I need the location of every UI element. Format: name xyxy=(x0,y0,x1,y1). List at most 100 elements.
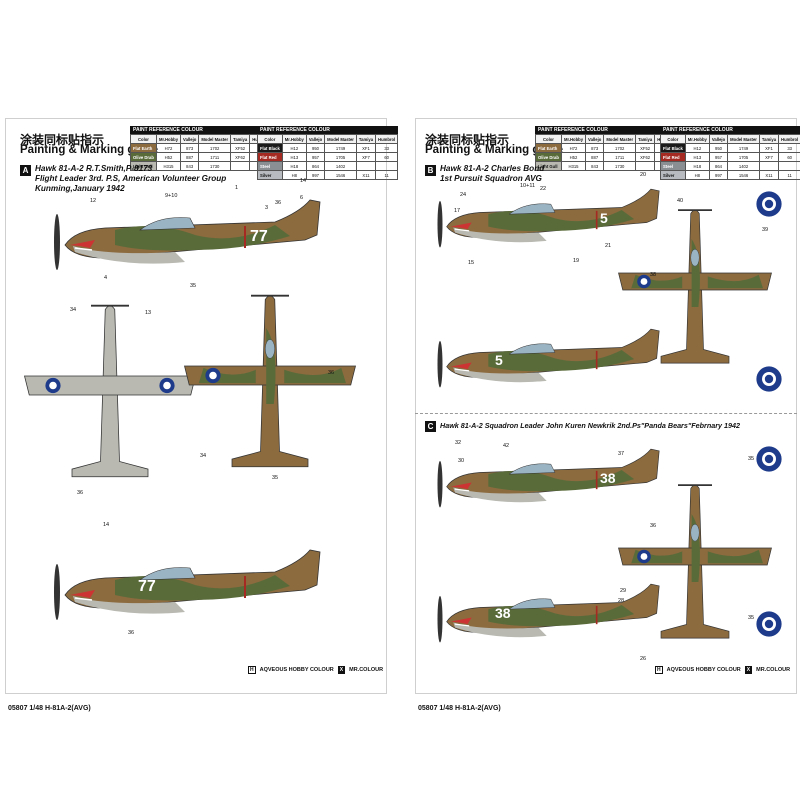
caption-line: Hawk 81-A-2 Charles Bond xyxy=(440,164,545,173)
code-cell: H52 xyxy=(155,152,182,162)
code-cell: H13 xyxy=(684,152,710,162)
code-cell: 1702 xyxy=(603,143,637,153)
col-header: Mr.Hobby xyxy=(684,134,710,144)
col-header: Tamiya xyxy=(355,134,377,144)
roundel-c-bottom xyxy=(755,610,783,638)
table-row: Silver H8 997 1546 X11 11 xyxy=(257,170,399,180)
table-row: Flat Black H12 950 1749 XF1 33 xyxy=(257,143,399,153)
callout-number: 19 xyxy=(573,258,580,264)
callout-number: 38 xyxy=(650,272,657,278)
code-cell: 873 xyxy=(585,143,605,153)
code-cell: 1705 xyxy=(727,152,760,162)
callout-number: 14 xyxy=(103,522,110,528)
callout-number: 40 xyxy=(677,198,684,204)
code-cell: 33 xyxy=(778,143,800,153)
code-cell xyxy=(230,161,251,171)
roundel-c-top xyxy=(755,445,783,473)
code-cell: XF7 xyxy=(355,152,377,162)
table-row: Silver H8 997 1546 X11 11 xyxy=(660,170,800,180)
table-row: Olive Drab H52 887 1711 XF62 155 xyxy=(130,152,273,162)
callout-number: 29 xyxy=(620,588,627,594)
paint-table-left-r: PAINT REFERENCE COLOUR Color Mr.Hobby Va… xyxy=(535,126,678,171)
fuselage-code-a: 77 xyxy=(250,228,268,245)
callout-number: 13 xyxy=(145,310,152,316)
table-row: Flat Black H12 950 1749 XF1 33 xyxy=(660,143,800,153)
caption-line: Flight Leader 3rd. P.S, American Volunte… xyxy=(35,174,227,183)
color-name: Silver xyxy=(660,170,686,180)
paint-table-right-r: PAINT REFERENCE COLOUR Color Mr.Hobby Va… xyxy=(660,126,800,180)
paint-table-caption: PAINT REFERENCE COLOUR xyxy=(660,126,800,134)
callout-number: 39 xyxy=(762,227,769,233)
col-header: Humbrol xyxy=(778,134,800,144)
callout-number: 35 xyxy=(272,475,279,481)
caption-line: Hawk 81-A-2 Squadron Leader John Kuren N… xyxy=(440,421,741,430)
color-name: Steel xyxy=(257,161,283,171)
color-name: Flat Earth xyxy=(130,143,157,153)
code-cell: 864 xyxy=(708,161,729,171)
col-header: Tamiya xyxy=(230,134,251,144)
caption-c: Hawk 81-A-2 Squadron Leader John Kuren N… xyxy=(440,421,740,431)
callout-number: 3 xyxy=(265,205,269,211)
mr-colour-key: X xyxy=(744,666,753,674)
col-header: Vallejo xyxy=(180,134,200,144)
code-cell: 1711 xyxy=(198,152,232,162)
callout-number: 34 xyxy=(200,453,207,459)
callout-number: 34 xyxy=(70,307,77,313)
code-cell: 1546 xyxy=(727,170,760,180)
aircraft-a-left-profile xyxy=(45,190,345,290)
code-cell: XF52 xyxy=(635,143,656,153)
callout-number: 15 xyxy=(468,260,475,266)
paint-table-caption: PAINT REFERENCE COLOUR xyxy=(130,126,273,134)
callout-number: 10+11 xyxy=(520,183,536,189)
code-cell: 997 xyxy=(305,170,326,180)
col-header: Model Master xyxy=(324,134,357,144)
callout-number: 12 xyxy=(90,198,97,204)
code-cell: 950 xyxy=(305,143,326,153)
hobby-colour-key: H xyxy=(248,666,256,674)
callout-number: 24 xyxy=(460,192,467,198)
code-cell: H12 xyxy=(684,143,710,153)
code-cell: 60 xyxy=(375,152,399,162)
code-cell: H72 xyxy=(155,143,182,153)
col-header: Tamiya xyxy=(635,134,656,144)
code-cell: XF52 xyxy=(230,143,251,153)
caption-a: Hawk 81-A-2 R.T.Smith,P-8173 Flight Lead… xyxy=(35,164,226,194)
caption-line: Hawk 81-A-2 R.T.Smith,P-8173 xyxy=(35,164,153,173)
mr-colour-key: X xyxy=(337,666,346,674)
code-cell xyxy=(778,161,800,171)
fuselage-code-c: 38 xyxy=(600,470,616,486)
paint-table-caption: PAINT REFERENCE COLOUR xyxy=(257,126,399,134)
hobby-colour-key: H xyxy=(655,666,663,674)
col-header: Model Master xyxy=(603,134,637,144)
legend-mr: MR.COLOUR xyxy=(756,667,791,673)
col-header: Vallejo xyxy=(708,134,729,144)
callout-number: 17 xyxy=(454,208,461,214)
aircraft-b-right-profile xyxy=(430,320,680,405)
title-english: Painting & Marking guide xyxy=(20,144,159,156)
caption-line: 1st Pursuit Squadron AVG xyxy=(440,174,542,183)
code-cell: 843 xyxy=(180,161,200,171)
roundel-b-top xyxy=(755,190,783,218)
callout-number: 30 xyxy=(458,458,465,464)
code-cell: H18 xyxy=(281,161,307,171)
scheme-badge-b: B xyxy=(425,165,436,176)
paint-table-right: PAINT REFERENCE COLOUR Color Mr.Hobby Va… xyxy=(257,126,399,180)
code-cell: 1705 xyxy=(324,152,357,162)
code-cell: 843 xyxy=(585,161,605,171)
table-row: Flat Red H13 957 1705 XF7 60 xyxy=(257,152,399,162)
code-cell: 11 xyxy=(778,170,800,180)
legend-mr: MR.COLOUR xyxy=(349,667,384,673)
col-header: Vallejo xyxy=(305,134,326,144)
caption-b: Hawk 81-A-2 Charles Bond 1st Pursuit Squ… xyxy=(440,164,544,184)
code-cell: 60 xyxy=(778,152,800,162)
table-row: Olive Drab H52 887 1711 XF62 155 xyxy=(535,152,678,162)
fuselage-code-a2: 77 xyxy=(138,578,156,595)
code-cell: H8 xyxy=(684,170,710,180)
paint-table-caption: PAINT REFERENCE COLOUR xyxy=(535,126,678,134)
callout-number: 35 xyxy=(748,456,755,462)
code-cell: H72 xyxy=(560,143,587,153)
callout-number: 36 xyxy=(328,370,335,376)
code-cell: 957 xyxy=(305,152,326,162)
fuselage-code-b: 5 xyxy=(600,210,608,226)
col-header: Humbrol xyxy=(375,134,399,144)
